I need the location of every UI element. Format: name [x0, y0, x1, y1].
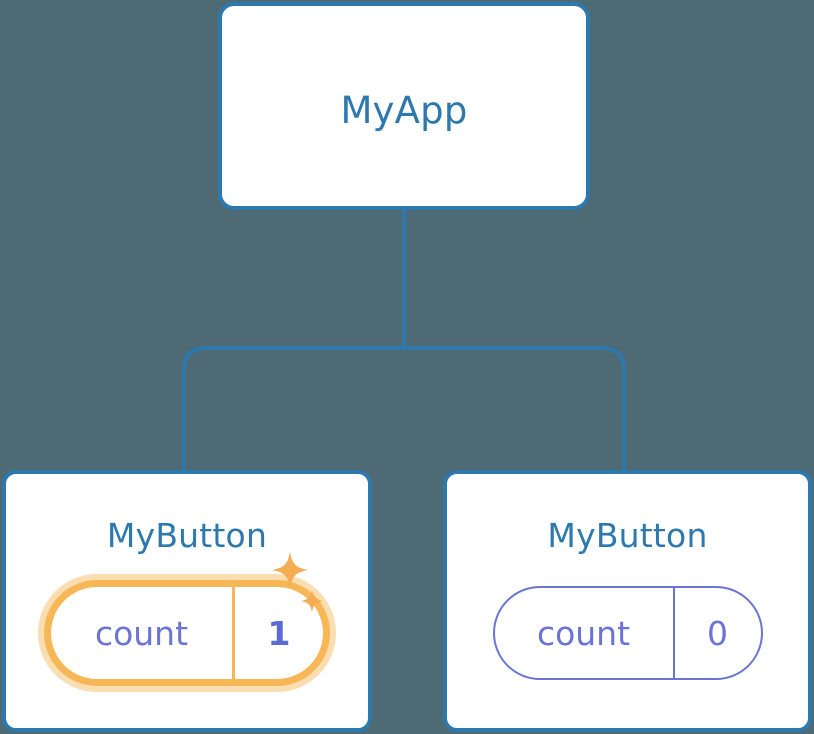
edge-root-to-left-child — [182, 346, 404, 472]
state-pill-left-wrapper: count 1 — [6, 552, 368, 692]
state-pill-left[interactable]: count 1 — [44, 580, 330, 686]
node-mybutton-left-title: MyButton — [106, 516, 268, 555]
state-pill-right-value: 0 — [707, 613, 728, 653]
state-pill-left-key: count — [51, 587, 235, 679]
node-myapp-title: MyApp — [340, 89, 468, 132]
state-pill-left-glow: count 1 — [38, 552, 336, 692]
node-mybutton-right-title: MyButton — [547, 516, 708, 555]
state-pill-right-wrapper: count 0 — [447, 586, 808, 680]
node-mybutton-left[interactable]: MyButton count 1 — [2, 470, 372, 732]
state-pill-right-key: count — [495, 588, 675, 678]
state-pill-right[interactable]: count 0 — [492, 586, 763, 680]
state-pill-left-value: 1 — [267, 613, 291, 653]
edge-root-to-right-child — [404, 346, 626, 472]
node-myapp[interactable]: MyApp — [218, 2, 590, 210]
node-mybutton-right[interactable]: MyButton count 0 — [443, 470, 812, 732]
